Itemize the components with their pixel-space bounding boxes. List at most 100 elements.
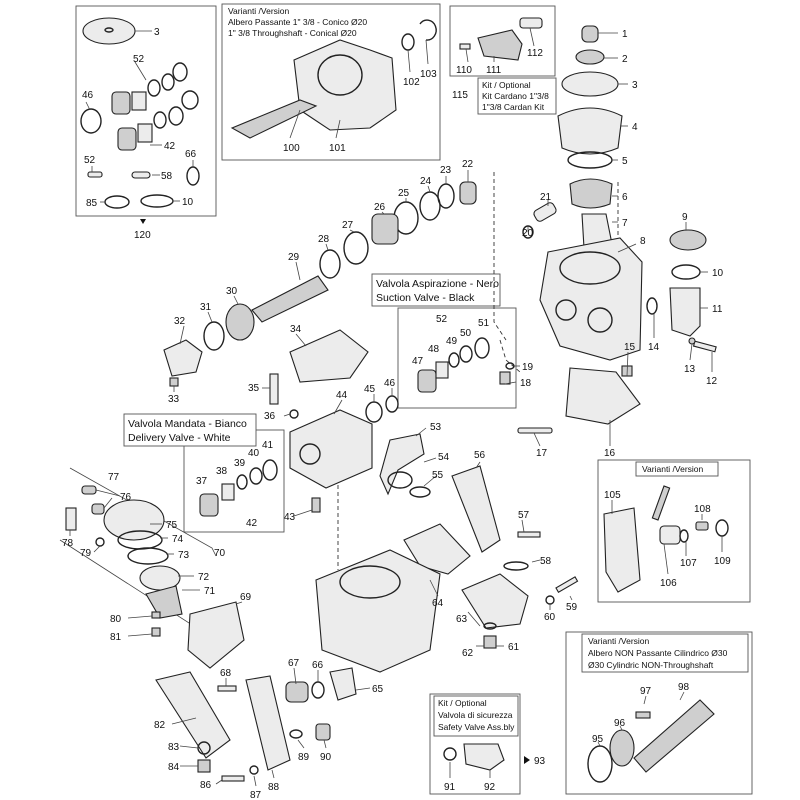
sight-glass-11-part [669,287,701,337]
part-label: 46 [384,378,396,389]
part-label: 10 [712,268,724,279]
cap-75-part [103,499,165,541]
part-label: 81 [110,632,122,643]
valve-lower-part [117,127,137,151]
part-label: 87 [250,790,262,800]
part-label: 61 [508,642,520,653]
part-label: 44 [336,390,348,401]
valve-47-part [417,369,437,393]
part-label: 15 [624,342,636,353]
nonthrough-caption-2: Albero NON Passante Cilindrico Ø30 [588,648,728,658]
ring-28-part [319,249,341,279]
suction-caption-2: Suction Valve - Black [376,292,475,304]
part-label: 63 [456,614,468,625]
safety-caption-3: Safety Valve Ass.bly [438,722,515,732]
seal-lower-a [153,111,167,129]
part-label: 106 [660,578,677,589]
part-label: 9 [682,212,688,223]
part-label: 19 [522,362,534,373]
part-label: 52 [133,54,145,65]
part-label: 111 [486,65,502,76]
washer-36-part [289,409,299,419]
non-throughshaft-caption-box [581,633,749,673]
seal-upper-d [181,90,199,110]
part-label: 41 [262,440,274,451]
nut-54-part [387,471,413,489]
part-label: 8 [640,236,646,247]
part-label: 76 [120,492,132,503]
cardan-caption-1: Kit / Optional [482,80,531,90]
cover-disc-hole [104,27,114,33]
oring-41-part [262,459,278,481]
fitting-65-part [329,667,357,701]
part-label: 110 [456,65,472,76]
oring-66-part [186,166,200,186]
plug-18-part [499,371,511,385]
cap-9-part [669,229,707,251]
part-label: 115 [452,90,468,101]
suction-valve-box [397,307,517,409]
cardan-caption-3: 1"3/8 Cardan Kit [482,102,545,112]
manifold-64-part [403,523,471,575]
part-label: 30 [226,286,238,297]
crankcase-throughshaft-part [293,39,397,131]
insert-76-part [91,503,105,515]
suction-caption-box [371,273,501,307]
oring-91-part [443,747,457,761]
part-label: 7 [622,218,628,229]
cardan-kit-box [449,5,556,77]
part-label: 52 [436,314,448,325]
part-label: 18 [520,378,532,389]
valve-92-part [463,743,505,771]
part-labels: 3 52 46 42 66 52 58 85 10 120 100 101 10… [62,27,731,800]
part-label: 10 [182,197,194,208]
part-label: 59 [566,602,578,613]
part-label: 95 [592,734,604,745]
part-label: 54 [438,452,450,463]
safety-caption-box [433,695,519,737]
part-label: 20 [522,228,534,239]
part-label: 65 [372,684,384,695]
part-label: 84 [168,762,180,773]
cardan-caption-2: Kit Cardano 1"3/8 [482,91,549,101]
seat-49-part [448,352,460,368]
part-label: 40 [248,448,260,459]
pin-108-part [695,521,709,531]
part-label: 31 [200,302,212,313]
bearing-6-part [569,178,613,209]
seal-upper-a [147,79,161,97]
pin-58-part [131,171,151,179]
nut-109-part [715,519,729,537]
bolt-12-part [692,340,717,353]
part-label: 4 [632,122,638,133]
key-97-part [635,711,651,719]
part-label: 5 [622,156,628,167]
shaft-98-part [633,699,715,773]
nut-81-part [151,627,161,637]
part-label: 58 [540,556,552,567]
nut-67-part [285,681,309,703]
part-label: 100 [283,143,300,154]
part-label: 66 [185,149,197,160]
part-label: 86 [200,780,212,791]
part-label: 64 [432,598,444,609]
part-label: 58 [161,171,173,182]
washer-13-part [688,337,696,345]
cover-disc-part [82,17,136,45]
part-label: 42 [164,141,176,152]
part-label: 85 [86,198,98,209]
part-label: 23 [440,165,452,176]
part-label: 89 [298,752,310,763]
part-label: 82 [154,720,166,731]
part-label: 55 [432,470,444,481]
manifold-34-part [289,329,369,383]
part-label: 36 [264,411,276,422]
part-label: 27 [342,220,354,231]
part-label: 21 [540,192,552,203]
pin-57-part [517,531,541,538]
part-label: 75 [166,520,178,531]
delivery-caption-box [123,413,257,447]
part-label: 47 [412,356,424,367]
seal-upper-c [172,62,188,82]
